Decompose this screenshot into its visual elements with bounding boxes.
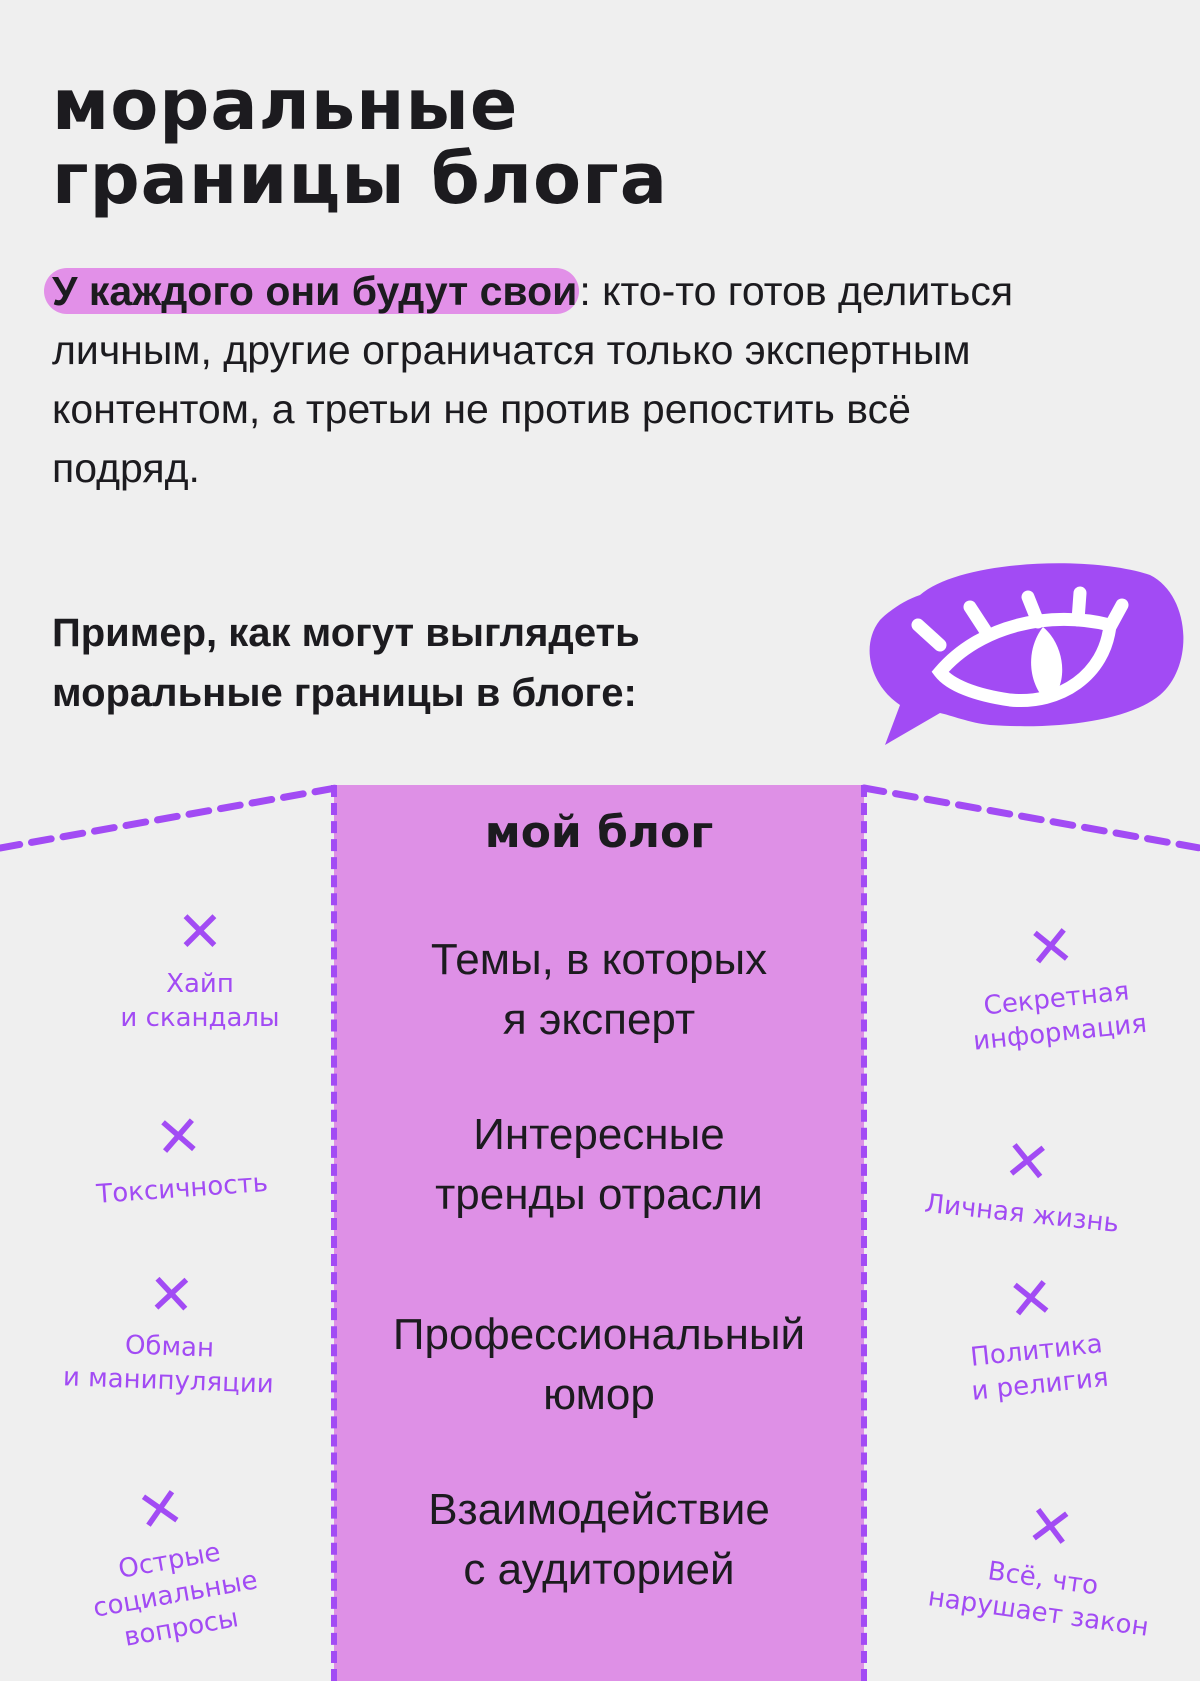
connector-dashed-lines bbox=[0, 784, 1200, 852]
intro-highlight: У каждого они будут свои bbox=[44, 268, 580, 314]
page-title: моральные границы блога bbox=[52, 68, 668, 216]
title-line-2: границы блога bbox=[52, 138, 668, 220]
example-subtitle: Пример, как могут выглядеть моральные гр… bbox=[52, 603, 640, 723]
cross-icon: ✕ bbox=[1004, 1264, 1058, 1335]
cross-icon: ✕ bbox=[1024, 912, 1078, 983]
intro-paragraph: У каждого они будут свои: кто-то готов д… bbox=[44, 262, 1052, 498]
cross-icon: ✕ bbox=[131, 1474, 190, 1547]
subtitle-line-2: моральные границы в блоге: bbox=[52, 671, 637, 715]
subtitle-line-1: Пример, как могут выглядеть bbox=[52, 611, 640, 655]
cross-icon: ✕ bbox=[176, 900, 224, 965]
cross-icon: ✕ bbox=[1022, 1492, 1078, 1564]
dashed-border-right bbox=[861, 785, 867, 1681]
forbidden-topic: ✕ Личная жизнь bbox=[891, 1122, 1160, 1245]
intro-text: : кто-то готов делиться личным, другие о… bbox=[52, 268, 1014, 491]
cross-icon: ✕ bbox=[146, 1262, 196, 1329]
cross-icon: ✕ bbox=[152, 1103, 205, 1172]
eye-speech-bubble-icon bbox=[869, 563, 1184, 745]
my-blog-title: мой блог bbox=[484, 807, 714, 858]
title-line-1: моральные bbox=[52, 64, 519, 146]
forbidden-topic: ✕ Токсичность bbox=[57, 1102, 303, 1215]
dashed-border-left bbox=[331, 785, 337, 1681]
